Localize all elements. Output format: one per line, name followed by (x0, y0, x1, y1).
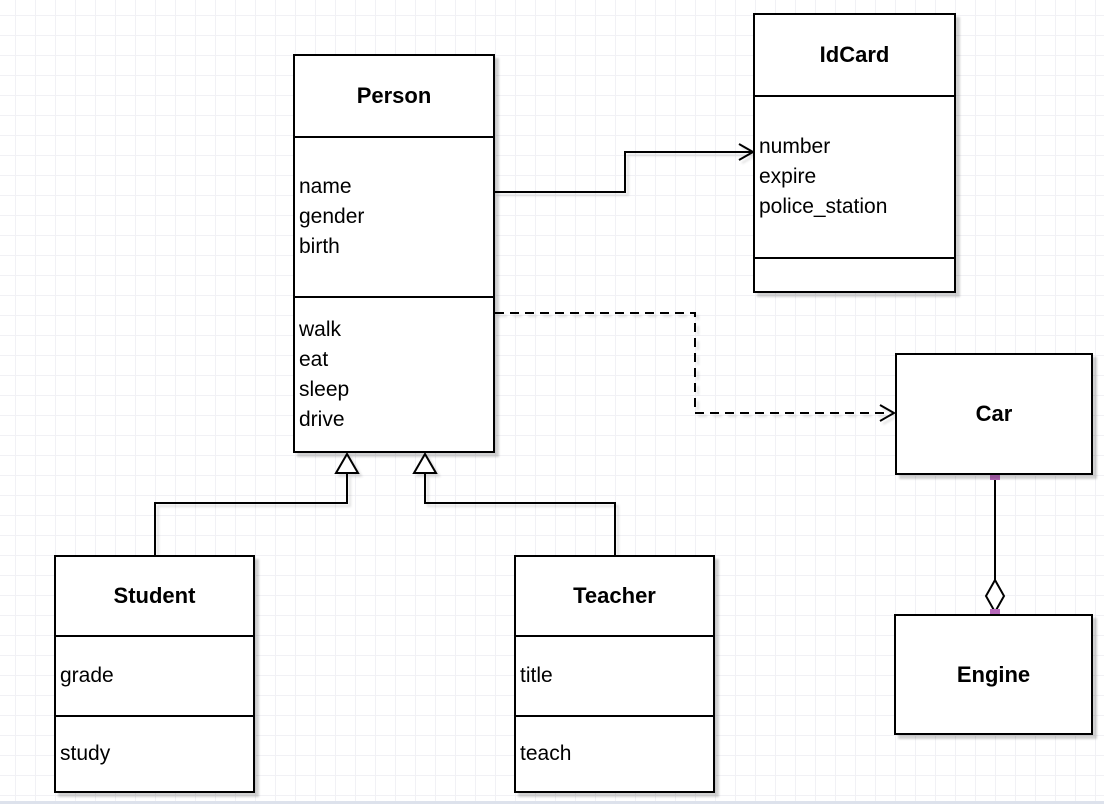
method: drive (299, 407, 345, 431)
edge-teacher-person[interactable] (412, 452, 616, 555)
connection-endpoint-marker[interactable] (990, 470, 1000, 480)
attribute: gender (299, 205, 365, 228)
method: study (60, 742, 111, 765)
class-title: Teacher (573, 583, 656, 608)
attributes-section: grade (56, 635, 253, 715)
class-box-idcard[interactable]: IdCard number expire police_station (753, 13, 956, 293)
class-box-student[interactable]: Student grade study (54, 555, 255, 793)
class-title: Student (113, 583, 196, 608)
class-title: IdCard (819, 42, 890, 67)
methods-section: study (56, 715, 253, 791)
hollow-triangle-icon (334, 452, 360, 474)
attributes-section: title (516, 635, 713, 715)
method: eat (299, 347, 329, 371)
class-box-engine[interactable]: Engine (894, 614, 1093, 735)
edge-person-idcard[interactable] (495, 143, 756, 193)
attributes-section: number expire police_station (755, 95, 954, 257)
class-box-car[interactable]: Car (895, 353, 1093, 475)
attributes-section: name gender birth (295, 136, 493, 296)
attribute: grade (60, 664, 114, 687)
method: sleep (299, 377, 350, 401)
attribute: title (520, 664, 553, 687)
class-box-teacher[interactable]: Teacher title teach (514, 555, 715, 793)
method: walk (299, 317, 342, 341)
methods-section (755, 257, 954, 291)
class-title: Car (975, 401, 1013, 426)
methods-section: teach (516, 715, 713, 791)
attribute: number (759, 135, 831, 158)
class-box-person[interactable]: Person name gender birth walk eat sleep … (293, 54, 495, 453)
attribute: expire (759, 165, 817, 188)
class-title: Engine (956, 661, 1031, 687)
open-arrowhead-icon (879, 404, 897, 422)
edge-person-car[interactable] (495, 312, 897, 422)
methods-section: walk eat sleep drive (295, 296, 493, 451)
attribute: name (299, 175, 352, 198)
edge-car-engine[interactable] (984, 470, 1006, 619)
attribute: police_station (759, 195, 888, 218)
method: teach (520, 742, 572, 765)
edge-student-person[interactable] (154, 452, 360, 555)
hollow-diamond-icon (984, 577, 1006, 615)
class-title: Person (356, 83, 432, 108)
hollow-triangle-icon (412, 452, 438, 474)
window-bottom-edge (0, 801, 1104, 804)
attribute: birth (299, 235, 340, 258)
